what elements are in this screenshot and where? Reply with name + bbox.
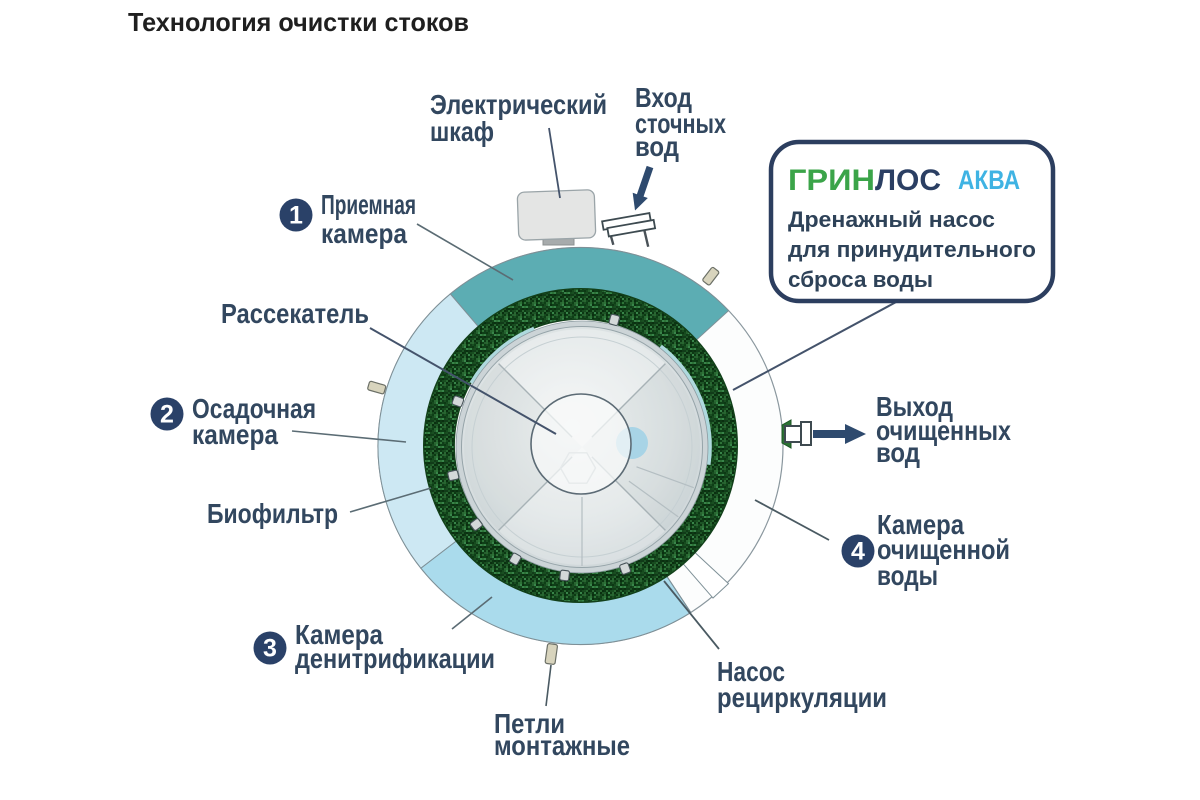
- svg-text:4: 4: [851, 538, 865, 566]
- svg-text:вод: вод: [635, 131, 679, 162]
- svg-text:воды: воды: [877, 560, 938, 591]
- svg-text:3: 3: [263, 635, 277, 663]
- svg-text:АКВА: АКВА: [958, 165, 1020, 195]
- svg-text:Технология очистки стоков: Технология очистки стоков: [128, 7, 469, 37]
- svg-text:Камера: Камера: [295, 619, 383, 650]
- svg-text:Электрический: Электрический: [430, 89, 607, 120]
- svg-text:денитрификации: денитрификации: [295, 643, 495, 674]
- svg-text:1: 1: [289, 202, 303, 230]
- svg-text:Приемная: Приемная: [321, 189, 416, 220]
- svg-text:Дренажный насос: Дренажный насос: [788, 207, 995, 232]
- svg-text:очищенной: очищенной: [877, 534, 1010, 565]
- svg-text:Выход: Выход: [876, 391, 953, 422]
- svg-text:вод: вод: [876, 437, 920, 468]
- svg-text:Вход: Вход: [635, 82, 692, 113]
- svg-text:ГРИН: ГРИН: [788, 164, 875, 197]
- svg-text:очищенных: очищенных: [876, 415, 1011, 446]
- svg-text:Петли: Петли: [494, 708, 565, 739]
- svg-text:Насос: Насос: [717, 656, 785, 687]
- svg-text:шкаф: шкаф: [430, 116, 494, 147]
- svg-text:Биофильтр: Биофильтр: [207, 498, 338, 529]
- svg-text:рециркуляции: рециркуляции: [717, 682, 887, 713]
- svg-text:монтажные: монтажные: [494, 730, 630, 761]
- svg-text:камера: камера: [321, 218, 407, 249]
- svg-text:для принудительного: для принудительного: [788, 237, 1036, 262]
- svg-text:ЛОС: ЛОС: [875, 164, 941, 197]
- svg-text:сточных: сточных: [635, 108, 726, 139]
- svg-text:Камера: Камера: [877, 509, 964, 540]
- svg-text:камера: камера: [192, 419, 278, 450]
- svg-text:Осадочная: Осадочная: [192, 393, 316, 424]
- svg-text:Рассекатель: Рассекатель: [221, 298, 369, 329]
- svg-text:сброса воды: сброса воды: [788, 267, 933, 292]
- svg-text:2: 2: [160, 401, 174, 429]
